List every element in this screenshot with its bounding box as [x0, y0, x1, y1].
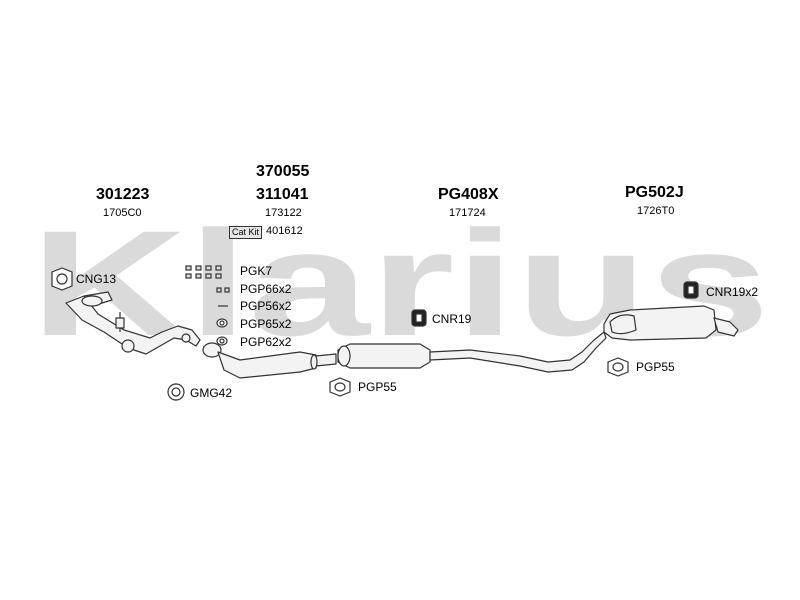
label-cnr19x2: CNR19x2	[706, 285, 759, 299]
label-pgk7: PGK7	[240, 264, 273, 278]
cat-kit-code: 401612	[266, 225, 303, 237]
label-cnr19: CNR19	[432, 312, 472, 326]
gmg42-ring-icon	[167, 383, 185, 401]
pgk7-bolt-icon	[185, 265, 222, 279]
cnr19-hanger-icon	[411, 309, 427, 327]
label-pgp55-rear: PGP55	[636, 360, 675, 374]
label-pgp55-mid: PGP55	[358, 380, 397, 394]
label-gmg42: GMG42	[190, 386, 233, 400]
section-3-code: 171724	[449, 207, 486, 219]
label-pgp66: PGP66x2	[240, 282, 292, 296]
catalytic-converter	[202, 342, 337, 379]
section-2-part-number: 311041	[256, 186, 309, 203]
section-1-code: 1705C0	[103, 207, 142, 219]
pgp66-clamp-icon	[216, 287, 230, 293]
label-cng13: CNG13	[76, 272, 117, 286]
centre-silencer	[337, 331, 607, 373]
section-1-part-number: 301223	[96, 186, 150, 203]
label-pgp62: PGP62x2	[240, 335, 292, 349]
cat-kit-badge: Cat Kit	[229, 226, 263, 239]
front-pipe	[65, 291, 201, 355]
section-4-part-number: PG502J	[625, 184, 684, 201]
cnr19x2-hanger-icon	[683, 281, 699, 299]
cng13-gasket-icon	[51, 267, 73, 291]
section-2-code: 173122	[265, 207, 302, 219]
pgp55-rear-flange-icon	[607, 357, 629, 377]
pgp55-mid-flange-icon	[329, 377, 351, 397]
pgp62-clamp-icon	[216, 336, 228, 346]
pgp65-clamp-icon	[216, 318, 228, 328]
section-2-part-number-top: 370055	[256, 163, 310, 180]
section-3-part-number: PG408X	[438, 186, 499, 203]
label-pgp65: PGP65x2	[240, 317, 292, 331]
rear-silencer	[603, 305, 739, 341]
section-4-code: 1726T0	[637, 205, 675, 217]
label-pgp56: PGP56x2	[240, 299, 292, 313]
